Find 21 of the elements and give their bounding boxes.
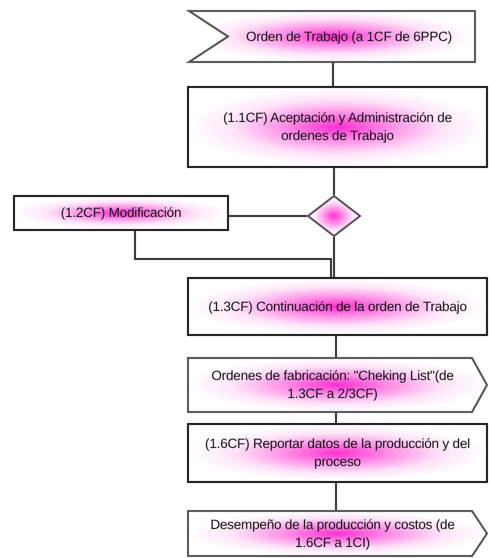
box-text: (1.6CF) Reportar datos de la producción y del proceso [204, 435, 471, 471]
connector-line [229, 215, 307, 217]
connector-line [134, 231, 332, 277]
process-box [13, 195, 229, 231]
box-text: Orden de Trabajo (a 1CF de 6PPC) [246, 28, 452, 46]
connector-line [332, 63, 334, 86]
connector-line [335, 413, 337, 423]
box-text: (1.3CF) Continuación de la orden de Trabajo [208, 298, 467, 316]
process-box [187, 277, 488, 336]
connector-line [335, 336, 337, 357]
box-text: (1.2CF) Modificación [60, 204, 182, 222]
connector-line [333, 237, 335, 277]
connector-line [333, 168, 335, 195]
connector-line [335, 483, 337, 510]
decision-diamond [307, 195, 361, 237]
process-box [187, 423, 488, 483]
box-text: (1.1CF) Aceptación y Administración de ordenes de Trabajo [222, 109, 453, 145]
box-text: Ordenes de fabricación: "Cheking List"(de 1.3CF a 2/3CF) [210, 367, 455, 403]
input-flag [188, 10, 476, 63]
process-box [187, 86, 488, 168]
box-text: Desempeño de la producción y costos (de 1.6CF a 1CI) [209, 516, 456, 552]
